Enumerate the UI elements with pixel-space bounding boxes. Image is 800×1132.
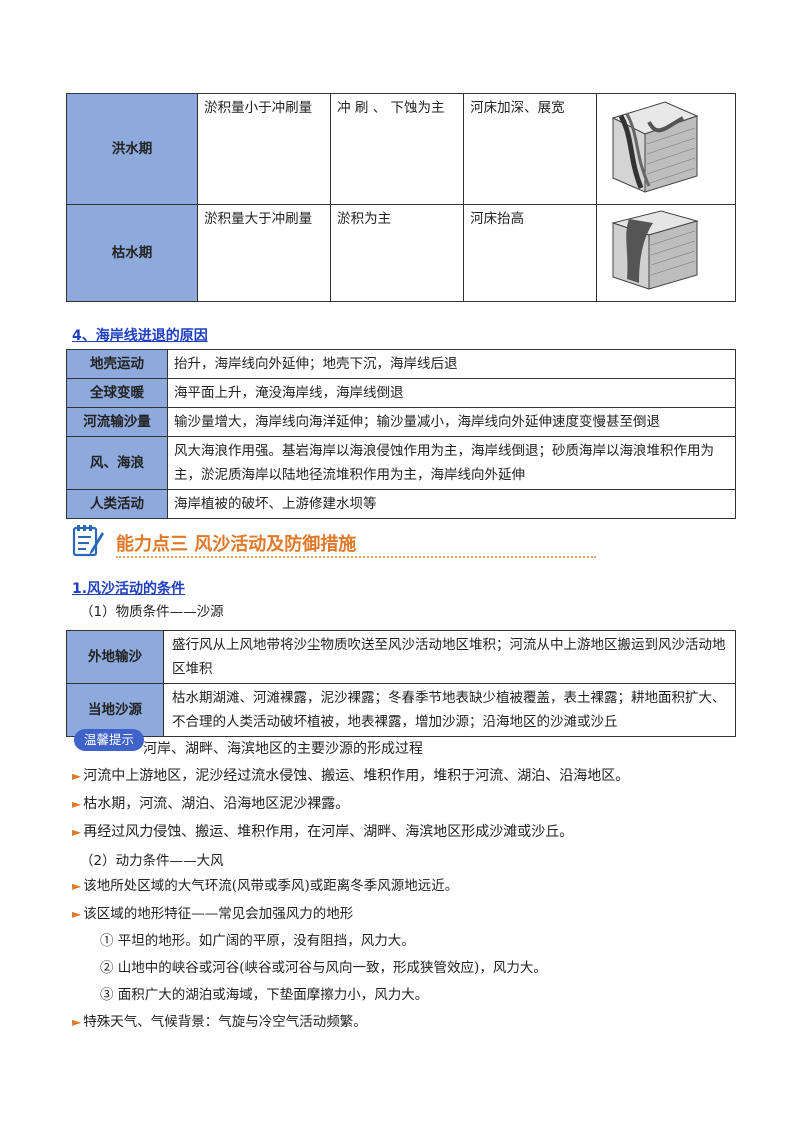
table-row: 风、海浪 风大海浪作用强。基岩海岸以海浪侵蚀作用为主，海岸线倒退；砂质海岸以海浪… xyxy=(66,436,736,490)
image-cell xyxy=(596,93,736,205)
banner-title: 能力点三 风沙活动及防御措施 xyxy=(116,534,357,555)
action-cell: 淤积为主 xyxy=(330,204,465,302)
river-deposition-diagram-icon xyxy=(611,210,700,290)
section-banner: 能力点三 风沙活动及防御措施 xyxy=(72,522,596,562)
row-label: 全球变暖 xyxy=(66,378,168,408)
row-text: 输沙量增大，海岸线向海洋延伸；输沙量减小，海岸线向外延伸速度变慢甚至倒退 xyxy=(167,407,736,437)
arrow-bullet-icon: ► xyxy=(72,907,82,921)
arrow-bullet-icon: ► xyxy=(72,1015,82,1029)
river-incision-diagram-icon xyxy=(612,101,699,193)
table-row: 外地输沙 盛行风从上风地带将沙尘物质吹送至风沙活动地区堆积；河流从中上游地区搬运… xyxy=(66,630,736,684)
row-text: 抬升，海岸线向外延伸；地壳下沉，海岸线后退 xyxy=(167,349,736,379)
list-item: ►再经过风力侵蚀、搬运、堆积作用，在河岸、湖畔、海滨地区形成沙滩或沙丘。 xyxy=(72,824,574,840)
arrow-bullet-icon: ► xyxy=(72,769,82,783)
arrow-bullet-icon: ► xyxy=(72,797,82,811)
tip-title: 河岸、湖畔、海滨地区的主要沙源的形成过程 xyxy=(143,741,423,757)
result-cell: 河床加深、展宽 xyxy=(463,93,598,205)
subheading: （1）物质条件——沙源 xyxy=(80,604,224,620)
table-row: 人类活动 海岸植被的破坏、上游修建水坝等 xyxy=(66,489,736,519)
sand-source-table: 外地输沙 盛行风从上风地带将沙尘物质吹送至风沙活动地区堆积；河流从中上游地区搬运… xyxy=(66,630,736,737)
notepad-pen-icon xyxy=(72,525,104,557)
row-label: 当地沙源 xyxy=(66,683,164,737)
row-text: 风大海浪作用强。基岩海岸以海浪侵蚀作用为主，海岸线倒退；砂质海岸以海浪堆积作用为… xyxy=(167,436,736,490)
section-heading: 4、海岸线进退的原因 xyxy=(72,328,208,344)
row-label: 地壳运动 xyxy=(66,349,168,379)
section-heading: 1.风沙活动的条件 xyxy=(72,581,186,597)
list-item: ►该区域的地形特征——常见会加强风力的地形 xyxy=(72,906,354,922)
subheading: （2）动力条件——大风 xyxy=(80,853,224,869)
period-label: 枯水期 xyxy=(65,204,199,302)
table-row: 河流输沙量 输沙量增大，海岸线向海洋延伸；输沙量减小，海岸线向外延伸速度变慢甚至… xyxy=(66,407,736,437)
sediment-cell: 淤积量大于冲刷量 xyxy=(197,204,332,302)
banner-underline xyxy=(116,556,596,558)
river-period-table: 洪水期 淤积量小于冲刷量 冲 刷 、 下蚀为主 河床加深、展宽 枯水期 淤积量大… xyxy=(65,93,736,302)
row-label: 风、海浪 xyxy=(66,436,168,490)
list-item: ►该地所处区域的大气环流(风带或季风)或距离冬季风源地远近。 xyxy=(72,878,459,894)
list-item: ③ 面积广大的湖泊或海域，下垫面摩擦力小，风力大。 xyxy=(100,987,429,1003)
sediment-cell: 淤积量小于冲刷量 xyxy=(197,93,332,205)
coastline-table: 地壳运动 抬升，海岸线向外延伸；地壳下沉，海岸线后退 全球变暖 海平面上升，淹没… xyxy=(66,349,736,519)
action-cell: 冲 刷 、 下蚀为主 xyxy=(330,93,465,205)
row-text: 海平面上升，淹没海岸线，海岸线倒退 xyxy=(167,378,736,408)
table-row: 全球变暖 海平面上升，淹没海岸线，海岸线倒退 xyxy=(66,378,736,408)
table-row: 枯水期 淤积量大于冲刷量 淤积为主 河床抬高 xyxy=(65,204,736,302)
period-label: 洪水期 xyxy=(65,93,199,205)
list-item: ►河流中上游地区，泥沙经过流水侵蚀、搬运、堆积作用，堆积于河流、湖泊、沿海地区。 xyxy=(72,768,630,784)
row-text: 盛行风从上风地带将沙尘物质吹送至风沙活动地区堆积；河流从中上游地区搬运到风沙活动… xyxy=(163,630,736,684)
row-text: 海岸植被的破坏、上游修建水坝等 xyxy=(167,489,736,519)
result-cell: 河床抬高 xyxy=(463,204,598,302)
arrow-bullet-icon: ► xyxy=(72,879,82,893)
list-item: ►特殊天气、气候背景：气旋与冷空气活动频繁。 xyxy=(72,1014,367,1030)
row-label: 人类活动 xyxy=(66,489,168,519)
row-label: 河流输沙量 xyxy=(66,407,168,437)
row-label: 外地输沙 xyxy=(66,630,164,684)
image-cell xyxy=(596,204,736,302)
arrow-bullet-icon: ► xyxy=(72,825,82,839)
list-item: ►枯水期，河流、湖泊、沿海地区泥沙裸露。 xyxy=(72,796,350,812)
table-row: 当地沙源 枯水期湖滩、河滩裸露，泥沙裸露；冬春季节地表缺少植被覆盖，表土裸露；耕… xyxy=(66,683,736,737)
table-row: 洪水期 淤积量小于冲刷量 冲 刷 、 下蚀为主 河床加深、展宽 xyxy=(65,93,736,205)
table-row: 地壳运动 抬升，海岸线向外延伸；地壳下沉，海岸线后退 xyxy=(66,349,736,379)
list-item: ① 平坦的地形。如广阔的平原，没有阻挡，风力大。 xyxy=(100,933,415,949)
row-text: 枯水期湖滩、河滩裸露，泥沙裸露；冬春季节地表缺少植被覆盖，表土裸露；耕地面积扩大… xyxy=(163,683,736,737)
list-item: ② 山地中的峡谷或河谷(峡谷或河谷与风向一致，形成狭管效应)，风力大。 xyxy=(100,960,547,976)
tip-badge: 温馨提示 xyxy=(74,729,145,751)
